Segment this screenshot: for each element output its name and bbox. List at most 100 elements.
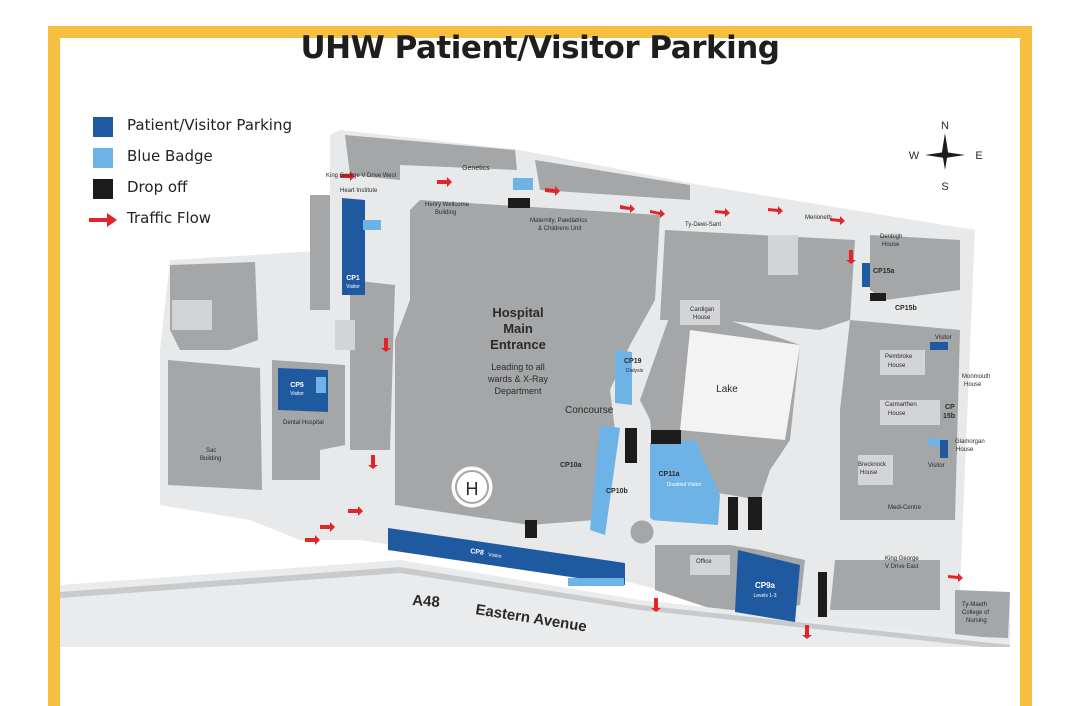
drop-off-areas [508, 198, 886, 617]
label-maternity-2: & Childrens Unit [538, 226, 582, 232]
lake [680, 330, 800, 440]
label-cp15b-2a: CP [945, 404, 955, 411]
helipad-label: H [466, 479, 479, 499]
traffic-arrow [846, 250, 856, 264]
label-cp10a: CP10a [560, 462, 582, 469]
cp1-area [342, 198, 365, 295]
traffic-arrow [348, 506, 363, 516]
label-denbigh-1: Denbigh [880, 234, 902, 240]
compass-w: W [909, 150, 920, 162]
label-brecknock-1: Brecknock [858, 462, 887, 468]
label-main-sub-2: wards & X-Ray [487, 374, 549, 384]
label-dental: Dental Hospital [283, 420, 324, 426]
traffic-flow-arrows [305, 171, 963, 639]
legend-swatch-blue-badge [93, 148, 113, 168]
cp15a-area [862, 263, 870, 287]
label-cp1: CP1 [346, 275, 360, 282]
dropoff-cp11a-1 [728, 497, 738, 530]
traffic-arrow [650, 209, 665, 218]
label-cp15a: CP15a [873, 268, 895, 275]
label-cp19: CP19 [624, 358, 642, 365]
traffic-arrow [320, 522, 335, 532]
label-sac-2: Building [200, 456, 221, 462]
visitor-bay-1 [930, 342, 948, 350]
label-glamorgan-2: House [956, 447, 974, 453]
label-monmouth-2: House [964, 382, 982, 388]
label-cp19-sub: Dialysis [626, 368, 644, 374]
label-ty-maeth-2: College of [962, 610, 989, 616]
dropoff-cp9a [818, 572, 827, 617]
bottom-whitespace [60, 647, 1020, 687]
bb-cp1 [363, 220, 381, 230]
dropoff-main [525, 520, 537, 538]
label-cp11a: CP11a [658, 471, 679, 478]
compass-rose: N S W E [909, 120, 983, 193]
label-genetics: Genetics [462, 165, 490, 172]
dropoff-cp11a-2 [748, 497, 762, 530]
dropoff-concourse [625, 428, 637, 463]
label-medi-centre: Medi-Centre [888, 505, 922, 511]
legend-item-drop-off: Drop off [93, 175, 333, 206]
traffic-arrow [768, 206, 783, 215]
label-visitor-1: Visitor [935, 335, 952, 341]
cp9a-area [735, 550, 800, 622]
label-cp9a-sub: Levels 1-3 [753, 593, 776, 599]
label-office: Office [696, 559, 712, 565]
label-ty-maeth-1: Ty-Maeth [962, 602, 987, 608]
label-merioneth: Merioneth [805, 215, 832, 221]
traffic-arrow [340, 171, 355, 181]
legend-label: Patient/Visitor Parking [127, 116, 292, 134]
label-cp5-sub: Visitor [290, 391, 304, 397]
legend-label: Drop off [127, 178, 188, 196]
road-a48: A48 [412, 592, 441, 611]
site-map: H N S W E A48 Eastern Avenue King George… [60, 120, 1010, 660]
label-lake: Lake [716, 384, 738, 395]
label-cp10b: CP10b [606, 488, 628, 495]
bb-genetics [513, 178, 533, 190]
legend-swatch-drop-off [93, 179, 113, 199]
traffic-arrow [545, 186, 560, 196]
label-denbigh-2: House [882, 242, 900, 248]
label-cp15b: CP15b [895, 305, 917, 312]
traffic-arrow-icon [89, 213, 117, 227]
helipad [451, 466, 493, 508]
traffic-arrow [651, 598, 661, 612]
road-kgv-east-2: V Drive East [885, 564, 919, 570]
dropoff-maternity [508, 198, 530, 208]
building-labels: Genetics Heart Institute Henry Wellcome … [200, 165, 990, 624]
label-cp15b-2b: 15b [943, 413, 955, 420]
legend-item-blue-badge: Blue Badge [93, 144, 333, 175]
label-monmouth-1: Monmouth [962, 374, 990, 380]
compass-s: S [941, 181, 948, 193]
dropoff-cp15b [870, 293, 886, 301]
bb-cp10b [590, 425, 620, 535]
label-pembroke-1: Pembroke [885, 354, 913, 360]
legend: Patient/Visitor Parking Blue Badge Drop … [89, 113, 333, 237]
road-kgv-east-1: King George [885, 556, 919, 562]
patient-visitor-car-parks [278, 198, 948, 622]
traffic-arrow [802, 625, 812, 639]
label-cp8-sub: Visitor [488, 552, 503, 560]
legend-label: Blue Badge [127, 147, 213, 165]
cp8-area [388, 528, 625, 585]
legend-item-traffic-flow: Traffic Flow [89, 206, 333, 237]
label-main-sub-1: Leading to all [491, 362, 545, 372]
label-concourse: Concourse [565, 405, 614, 416]
label-henry-wellcome-2: Building [435, 210, 456, 216]
traffic-arrow [715, 208, 730, 217]
bb-cp5 [316, 377, 326, 393]
legend-swatch-patient-visitor [93, 117, 113, 137]
traffic-arrow [305, 535, 320, 545]
cp5-area [278, 368, 328, 412]
label-cardigan-2: House [693, 315, 711, 321]
label-sac-1: Sac [206, 448, 216, 454]
page-title: UHW Patient/Visitor Parking [300, 30, 780, 66]
legend-label: Traffic Flow [127, 209, 212, 227]
eastern-avenue-road [60, 560, 1010, 660]
label-main-3: Entrance [490, 337, 546, 352]
traffic-arrow [437, 177, 452, 187]
road-kgv-west: King George V Drive West [326, 173, 397, 179]
bb-cp11a [650, 440, 720, 525]
label-cp8: CP8 [470, 548, 485, 557]
traffic-arrow [948, 573, 963, 582]
